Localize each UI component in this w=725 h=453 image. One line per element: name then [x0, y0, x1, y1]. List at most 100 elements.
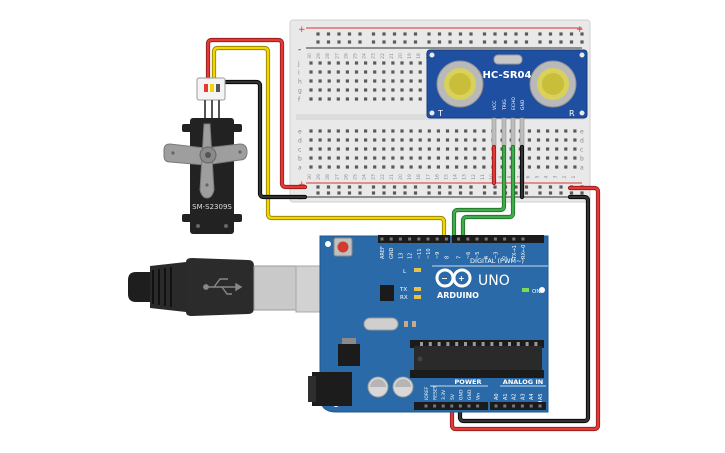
digital-section-label: DIGITAL (PWM~) — [470, 257, 524, 265]
header-pin[interactable] — [521, 237, 525, 241]
rail-hole — [382, 191, 386, 195]
breadboard-hole — [354, 129, 359, 133]
breadboard-hole — [482, 156, 486, 160]
breadboard-hole — [318, 156, 322, 160]
breadboard-hole — [373, 129, 377, 133]
rail-hole — [316, 185, 320, 189]
rail-hole — [580, 191, 584, 195]
header-pin[interactable] — [408, 237, 412, 241]
arduino-gnd-wire[interactable] — [458, 195, 590, 423]
header-pin[interactable] — [398, 237, 402, 241]
smd-component — [412, 321, 416, 327]
servo-power-wire[interactable] — [206, 38, 307, 189]
header-pin[interactable] — [450, 404, 454, 408]
analog-pin-label: A3 — [520, 393, 526, 400]
usb-cable-tail — [128, 272, 150, 302]
breadboard-hole — [354, 138, 359, 142]
header-pin[interactable] — [538, 404, 542, 408]
breadboard-hole — [373, 61, 377, 65]
led-l — [414, 268, 421, 272]
breadboard-hole — [427, 156, 431, 160]
transmitter-core — [449, 73, 471, 95]
header-pin[interactable] — [433, 404, 437, 408]
breadboard-hole — [364, 156, 368, 160]
breadboard-hole — [400, 97, 404, 101]
header-pin[interactable] — [444, 237, 448, 241]
breadboard-hole — [309, 129, 313, 133]
breadboard-hole — [536, 138, 541, 142]
led-tx-label: TX — [399, 287, 407, 293]
breadboard-hole — [418, 156, 422, 160]
digital-pin-label: ~10 — [426, 248, 432, 259]
breadboard-hole — [409, 165, 413, 169]
rail-hole — [403, 32, 407, 36]
header-pin[interactable] — [520, 404, 524, 408]
header-pin[interactable] — [494, 404, 498, 408]
breadboard-hole — [382, 165, 386, 169]
sensor-echo-wire[interactable] — [461, 145, 515, 240]
breadboard-hole — [345, 147, 349, 151]
servo-screw — [224, 224, 228, 228]
header-pin[interactable] — [458, 404, 462, 408]
reset-button-cap[interactable] — [337, 241, 349, 253]
servo-signal-wire[interactable] — [212, 46, 446, 240]
breadboard-hole — [345, 61, 349, 65]
servo-connector-pin-red — [204, 84, 208, 92]
header-pin[interactable] — [441, 404, 445, 408]
breadboard-hole — [382, 138, 386, 142]
capacitor-top — [370, 379, 386, 387]
rail-hole — [413, 32, 418, 36]
header-pin[interactable] — [476, 404, 480, 408]
servo-mount-bottom — [182, 214, 242, 222]
breadboard-hole — [564, 129, 568, 133]
rail-hole — [437, 191, 442, 195]
breadboard-hole — [345, 79, 349, 83]
breadboard-hole — [473, 138, 477, 142]
header-pin[interactable] — [484, 237, 488, 241]
column-number: 20 — [398, 174, 404, 180]
breadboard-hole — [400, 138, 404, 142]
header-pin[interactable] — [426, 237, 430, 241]
header-pin[interactable] — [417, 237, 421, 241]
breadboard-hole — [564, 138, 568, 142]
breadboard-hole — [464, 138, 468, 142]
rail-hole — [469, 185, 473, 189]
header-pin[interactable] — [467, 404, 471, 408]
header-pin[interactable] — [503, 404, 507, 408]
header-pin[interactable] — [475, 237, 479, 241]
header-pin[interactable] — [493, 237, 497, 241]
servo-motor[interactable]: SM-S2309S — [163, 77, 248, 234]
breadboard-hole — [336, 147, 340, 151]
header-pin[interactable] — [424, 404, 428, 408]
header-pin[interactable] — [512, 404, 516, 408]
led-rx — [414, 295, 421, 299]
breadboard-hole — [318, 70, 322, 74]
column-number: 22 — [380, 53, 386, 59]
breadboard-hole — [473, 165, 477, 169]
power-section-label: POWER — [455, 378, 482, 386]
header-pin[interactable] — [435, 237, 439, 241]
header-pin[interactable] — [389, 237, 393, 241]
breadboard-hole — [336, 129, 340, 133]
header-pin[interactable] — [380, 237, 384, 241]
header-pin[interactable] — [457, 237, 461, 241]
sensor-trig-wire[interactable] — [452, 145, 506, 240]
breadboard-hole — [327, 147, 331, 151]
power-jack[interactable] — [312, 372, 352, 406]
header-pin[interactable] — [466, 237, 470, 241]
header-pin[interactable] — [512, 237, 516, 241]
arduino-5v-wire[interactable] — [450, 186, 600, 431]
rail-hole — [326, 32, 331, 36]
breadboard-hole — [309, 156, 313, 160]
header-pin[interactable] — [503, 237, 507, 241]
breadboard-hole — [482, 138, 486, 142]
column-number: 22 — [380, 174, 386, 180]
breadboard-hole — [327, 97, 331, 101]
header-pin[interactable] — [529, 404, 533, 408]
rail-hole — [458, 40, 463, 44]
row-letter: f — [298, 97, 301, 104]
rail-hole — [371, 191, 376, 195]
column-number: 1 — [571, 175, 577, 178]
